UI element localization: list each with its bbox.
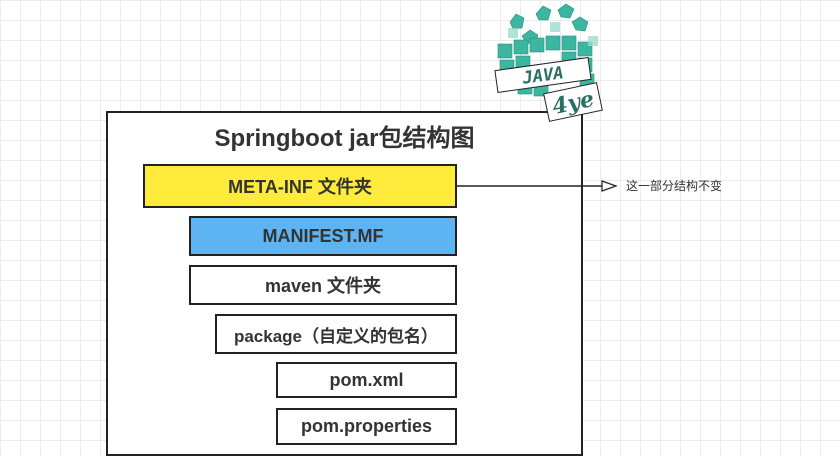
meta-inf-box[interactable]: META-INF 文件夹 [143, 164, 457, 208]
pom-properties-box[interactable]: pom.properties [276, 408, 457, 445]
note-label: 这一部分结构不变 [626, 179, 723, 193]
diagram-title: Springboot jar包结构图 [214, 125, 475, 152]
pom-xml-box[interactable]: pom.xml [276, 362, 457, 398]
java-4ye-logo: JAVA 4ye [494, 3, 603, 122]
maven-box[interactable]: maven 文件夹 [189, 265, 457, 305]
package-box[interactable]: package（自定义的包名） [215, 314, 457, 354]
manifest-box[interactable]: MANIFEST.MF [189, 216, 457, 256]
